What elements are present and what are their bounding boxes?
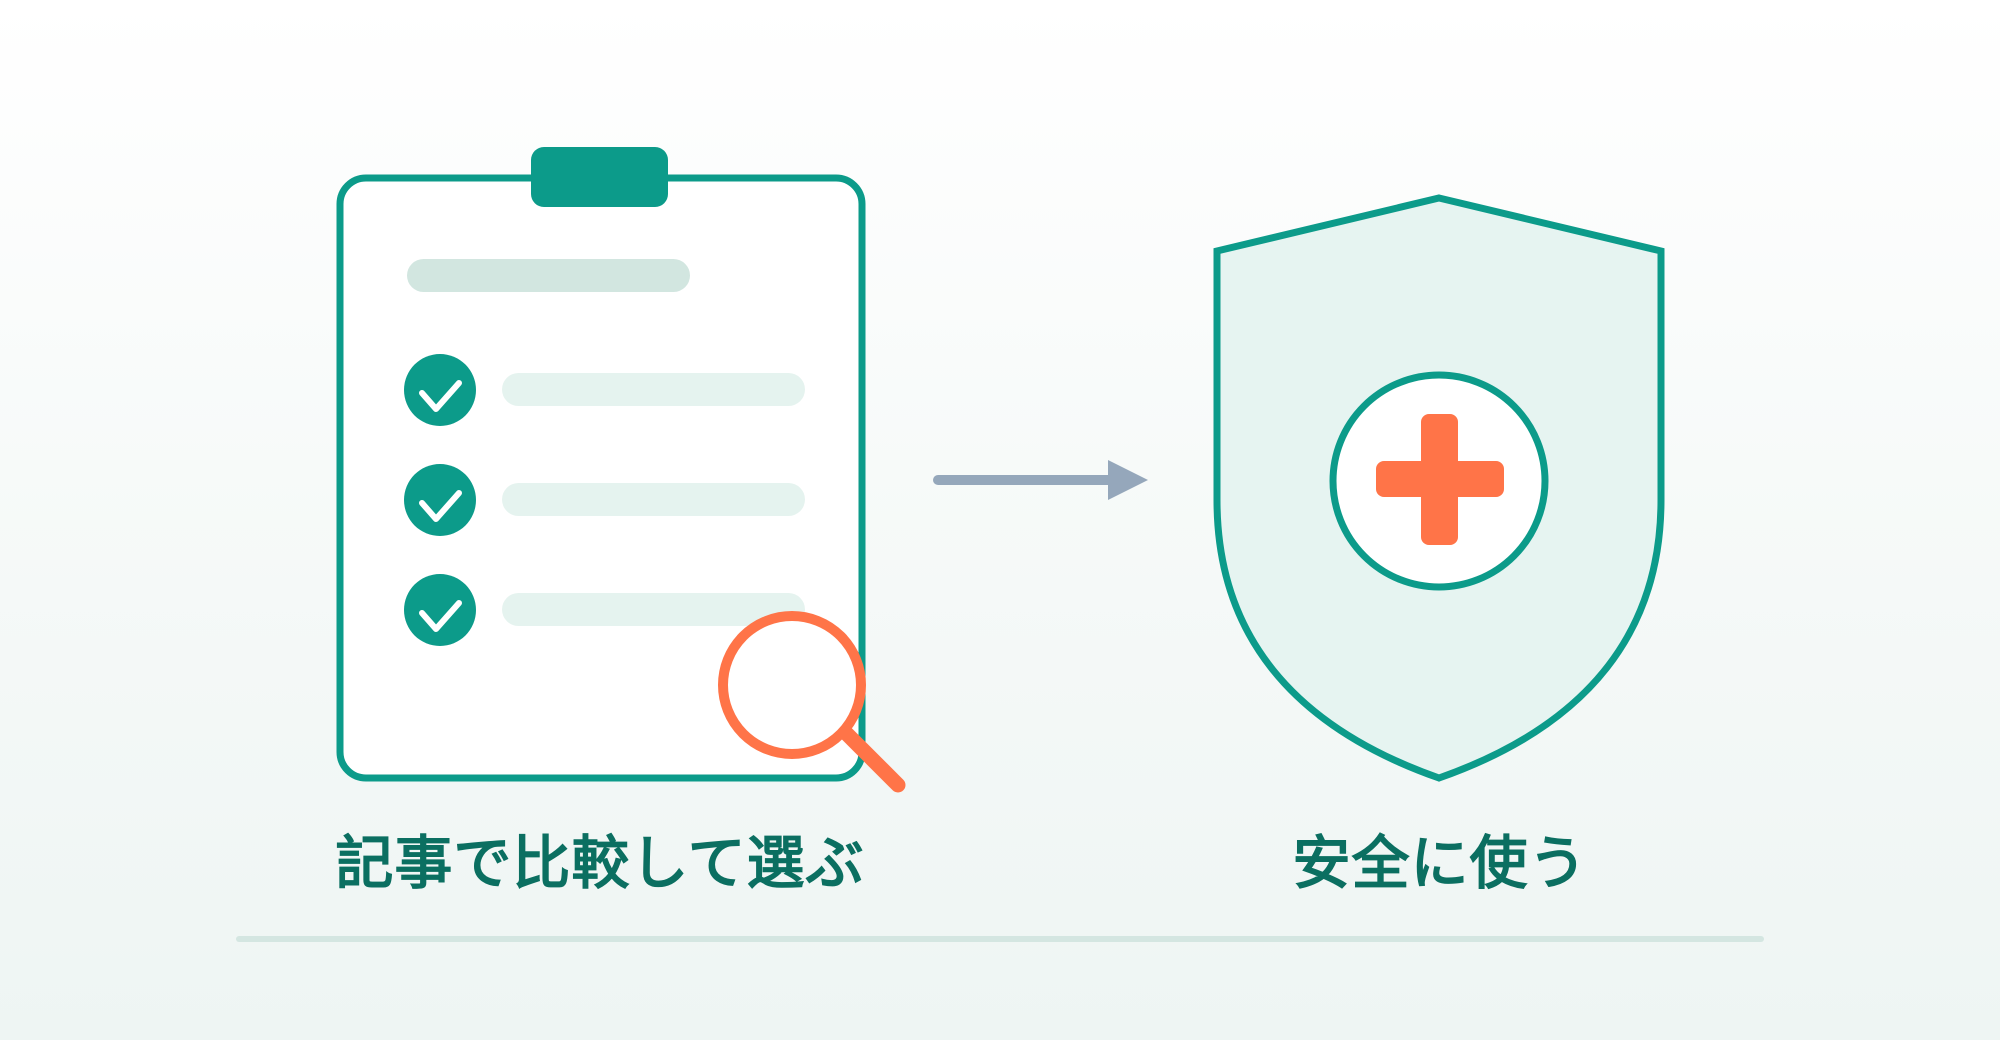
- cross-horizontal-bar: [1376, 461, 1504, 497]
- checklist-line-placeholder: [502, 373, 805, 406]
- check-circle-icon: [404, 354, 476, 426]
- checklist-line-placeholder: [502, 593, 805, 626]
- checklist-title-placeholder: [407, 259, 690, 292]
- caption-compare-and-choose: 記事で比較して選ぶ: [335, 829, 865, 897]
- magnifier-handle: [830, 717, 906, 793]
- magnifier-lens: [718, 611, 866, 759]
- arrow-head: [1108, 460, 1148, 500]
- checkmark-icon: [419, 490, 462, 522]
- shield-icon: [1213, 194, 1665, 782]
- check-circle-icon: [404, 574, 476, 646]
- checkmark-icon: [419, 600, 462, 632]
- magnifying-glass-icon: [718, 611, 906, 793]
- checkmark-icon: [419, 380, 462, 412]
- checklist-item: [404, 574, 805, 646]
- bottom-divider: [236, 936, 1764, 942]
- check-circle-icon: [404, 464, 476, 536]
- checklist-item: [404, 464, 805, 536]
- clipboard-clip: [531, 147, 668, 207]
- clipboard-checklist-icon: [336, 147, 866, 782]
- checklist-item: [404, 354, 805, 426]
- checklist-line-placeholder: [502, 483, 805, 516]
- arrow-right-icon: [933, 460, 1148, 500]
- medical-cross-icon: [1376, 414, 1504, 545]
- caption-use-safely: 安全に使う: [1292, 829, 1588, 897]
